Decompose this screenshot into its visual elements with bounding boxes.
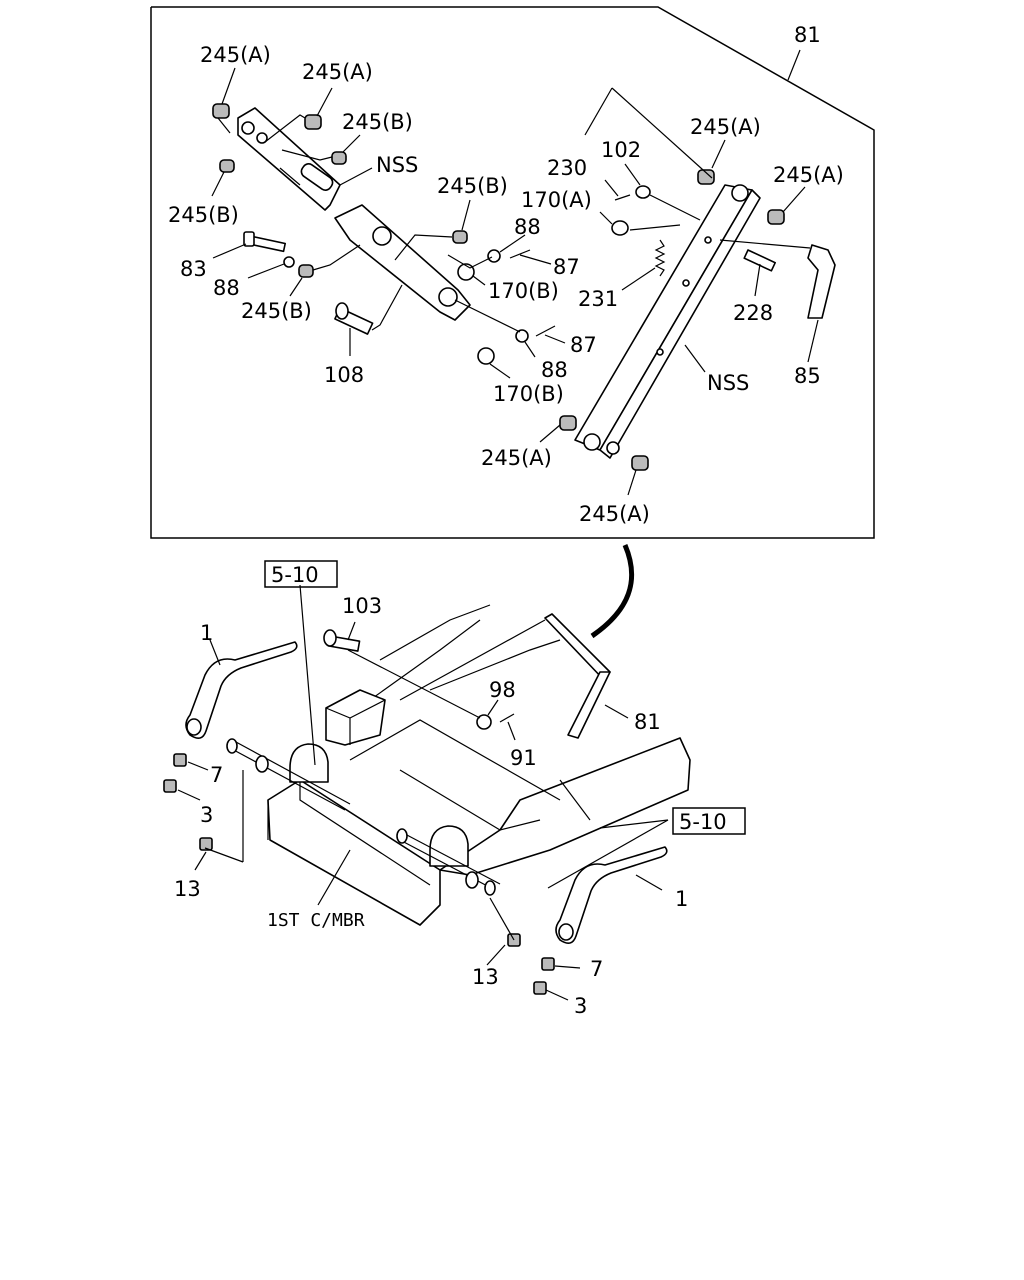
- label-170b: 170(B): [493, 382, 564, 406]
- label-1: 1: [675, 887, 688, 911]
- label-87: 87: [570, 333, 597, 357]
- label-245b: 245(B): [241, 299, 312, 323]
- callout-labels: 81 245(A) 245(A) 245(B) NSS 245(B) 245(B…: [168, 23, 844, 1018]
- ref-box-2: [672, 807, 746, 835]
- arm-1-left: [185, 641, 298, 739]
- label-83: 83: [180, 257, 207, 281]
- pin-108: [334, 302, 374, 335]
- crossmember-assembly: [226, 604, 691, 926]
- inset-leaders: [211, 49, 819, 496]
- label-13: 13: [174, 877, 201, 901]
- bushing-245b-3: [452, 230, 468, 244]
- label-170a: 170(A): [521, 188, 592, 212]
- label-81: 81: [634, 710, 661, 734]
- ref-label: 5-10: [679, 810, 727, 834]
- bushing-245b-2: [219, 159, 235, 173]
- ref-box-1: [264, 560, 338, 588]
- label-7: 7: [590, 957, 603, 981]
- spring-231: [654, 239, 666, 277]
- main-leaders: [177, 584, 669, 1001]
- label-230: 230: [547, 156, 587, 180]
- label-7: 7: [210, 763, 223, 787]
- label-228: 228: [733, 301, 773, 325]
- bolt-103: [323, 629, 361, 652]
- bolt-83: [243, 231, 287, 253]
- label-245a: 245(A): [579, 502, 650, 526]
- label-87: 87: [553, 255, 580, 279]
- label-81-top: 81: [794, 23, 821, 47]
- bushing-245a-1: [212, 103, 230, 119]
- bracket-85: [807, 244, 836, 319]
- label-3: 3: [200, 803, 213, 827]
- fasteners: [163, 753, 555, 995]
- label-1: 1: [200, 621, 213, 645]
- label-245b: 245(B): [168, 203, 239, 227]
- label-245b: 245(B): [342, 110, 413, 134]
- long-arm-assembly: [559, 87, 836, 471]
- label-245a: 245(A): [200, 43, 271, 67]
- label-85: 85: [794, 364, 821, 388]
- label-88: 88: [541, 358, 568, 382]
- label-245b: 245(B): [437, 174, 508, 198]
- detail-inset: [150, 6, 875, 539]
- label-245a: 245(A): [690, 115, 761, 139]
- label-nss: NSS: [707, 371, 749, 395]
- ref-label: 5-10: [271, 563, 319, 587]
- label-245a: 245(A): [773, 163, 844, 187]
- label-103: 103: [342, 594, 382, 618]
- pin-228: [743, 249, 776, 272]
- label-88: 88: [514, 215, 541, 239]
- label-91: 91: [510, 746, 537, 770]
- arm-1-right: [555, 846, 668, 944]
- label-102: 102: [601, 138, 641, 162]
- label-170b: 170(B): [488, 279, 559, 303]
- bushing-245a-2: [304, 114, 322, 130]
- label-13: 13: [472, 965, 499, 989]
- label-1st-cmbr: 1ST C/MBR: [267, 910, 365, 931]
- label-108: 108: [324, 363, 364, 387]
- label-nss: NSS: [376, 153, 418, 177]
- label-98: 98: [489, 678, 516, 702]
- label-231: 231: [578, 287, 618, 311]
- label-245a: 245(A): [302, 60, 373, 84]
- upper-bracket-assembly: [212, 103, 556, 365]
- label-88: 88: [213, 276, 240, 300]
- label-3: 3: [574, 994, 587, 1018]
- bushing-245b-4: [298, 264, 314, 278]
- label-245a: 245(A): [481, 446, 552, 470]
- bushing-245b-1: [331, 151, 347, 165]
